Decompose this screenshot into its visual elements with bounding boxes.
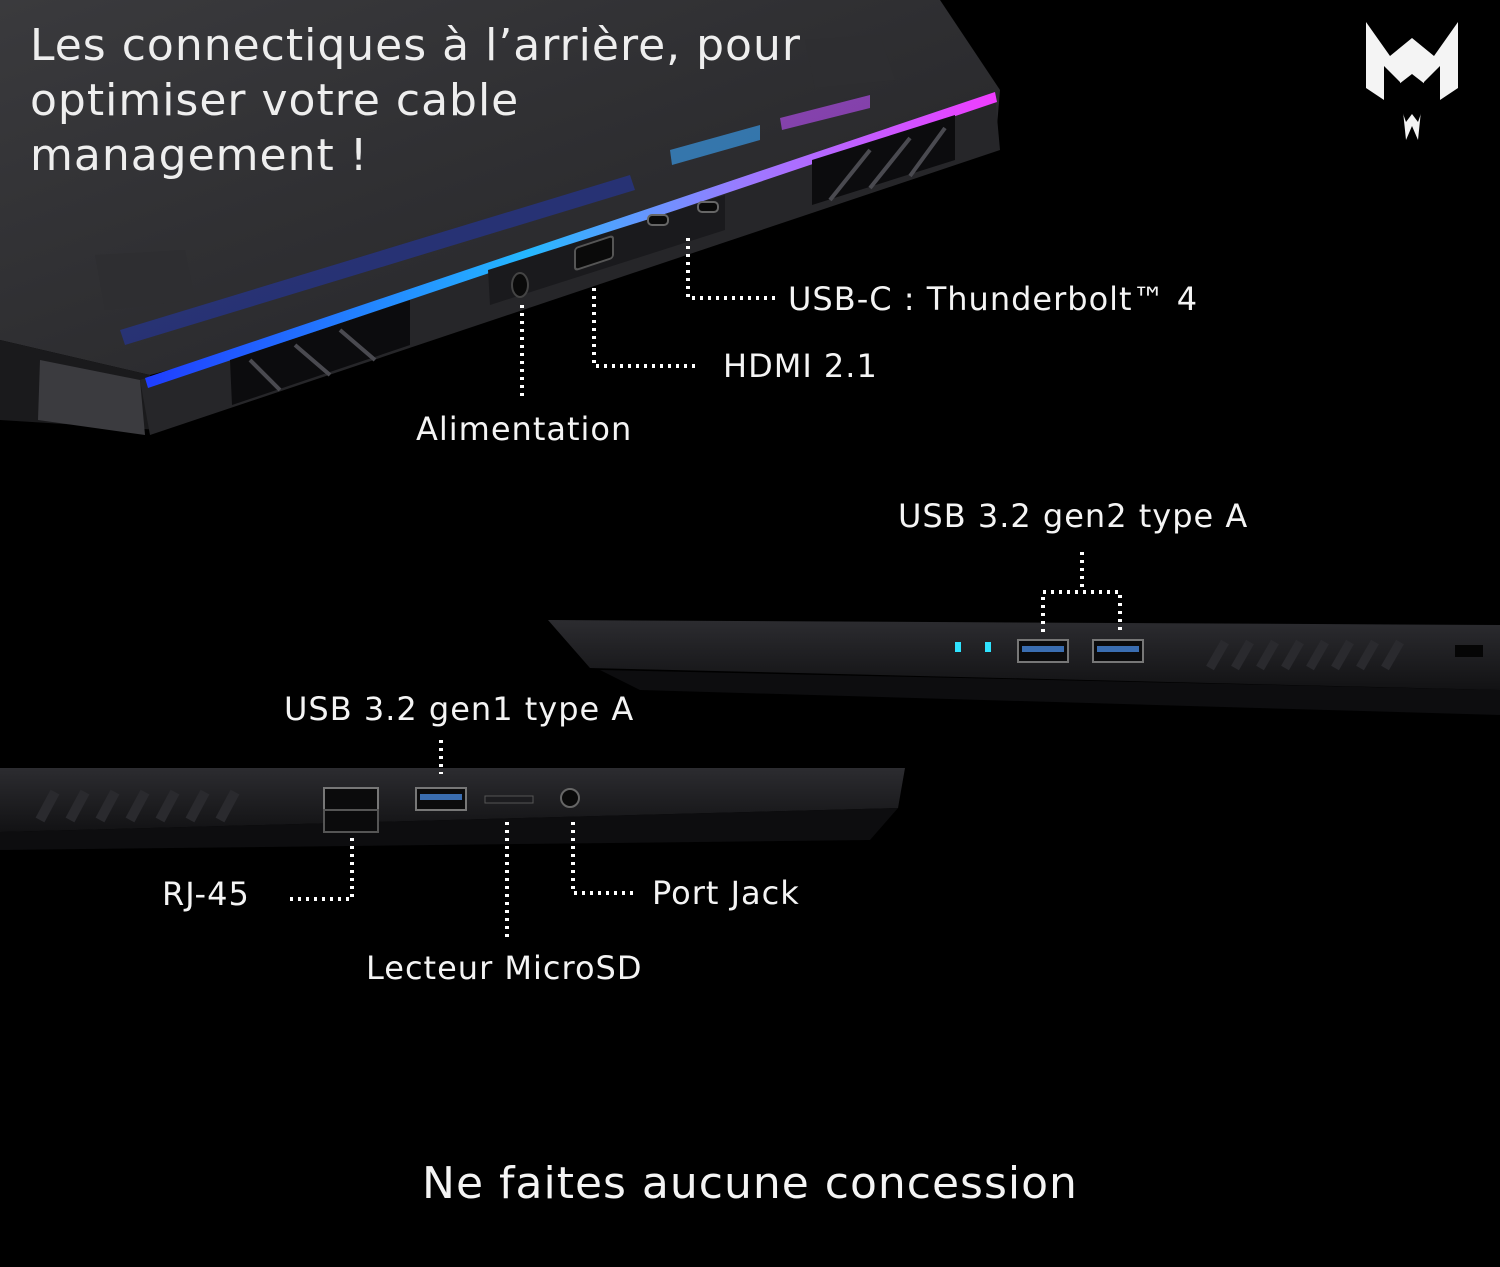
hdmi-label: HDMI 2.1 <box>723 347 878 385</box>
microsd-label: Lecteur MicroSD <box>366 949 643 987</box>
tagline: Ne faites aucune concession <box>422 1158 1078 1209</box>
laptop-rear-view <box>0 0 1000 435</box>
power-label: Alimentation <box>416 410 633 448</box>
predator-logo-icon <box>1366 22 1458 140</box>
jack-label: Port Jack <box>652 874 800 912</box>
headline: Les connectiques à l’arrière, pour optim… <box>30 20 801 181</box>
usb-gen2-label: USB 3.2 gen2 type A <box>898 497 1249 535</box>
usbc-port-icon <box>647 214 669 226</box>
laptop-right-side-view <box>548 620 1500 715</box>
laptop-left-side-view <box>0 768 905 850</box>
rj45-port-icon <box>323 787 379 811</box>
microsd-slot-icon <box>484 795 534 804</box>
usbc-port-icon <box>697 201 719 213</box>
usb-gen1-label: USB 3.2 gen1 type A <box>284 690 635 728</box>
power-port-icon <box>511 272 529 298</box>
rj45-label: RJ-45 <box>162 875 250 913</box>
audio-jack-icon <box>560 788 580 808</box>
rgb-led-strip <box>145 92 997 388</box>
usbc-label: USB-C : Thunderbolt™ 4 <box>788 280 1199 318</box>
hdmi-port-icon <box>574 235 614 271</box>
